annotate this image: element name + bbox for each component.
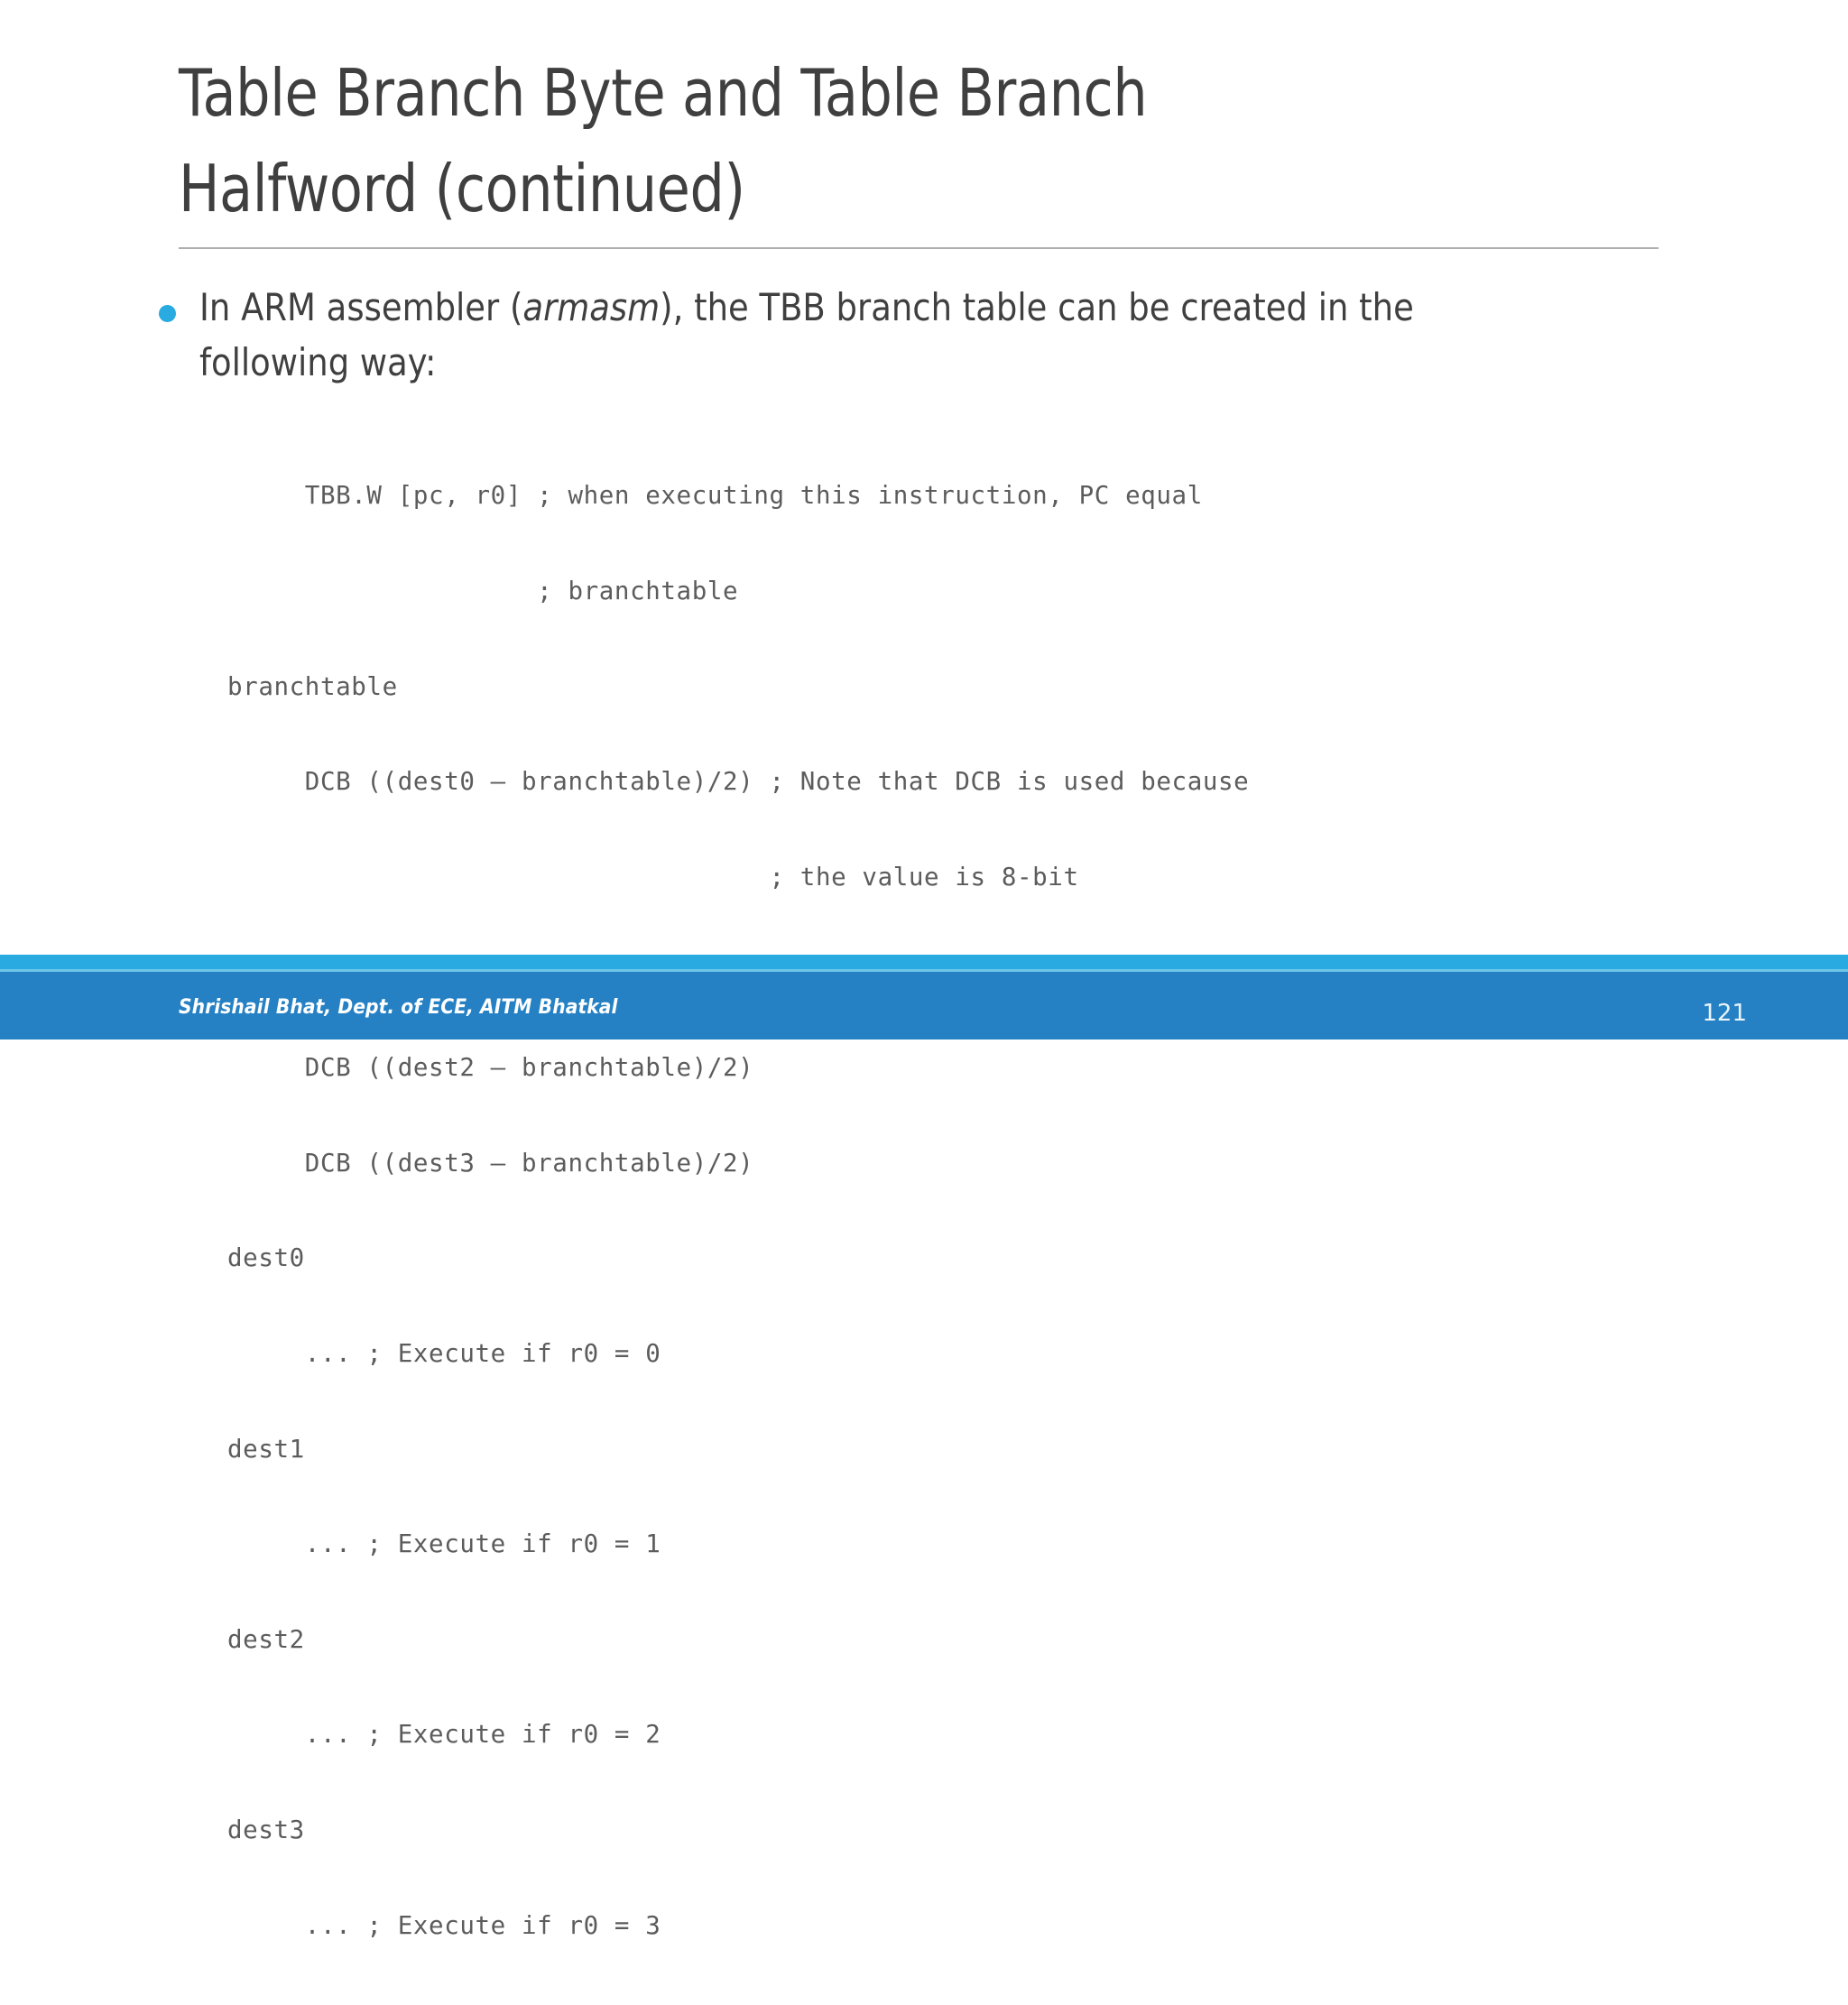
footer-accent-strip xyxy=(0,955,1848,971)
footer-bar xyxy=(0,972,1848,1039)
code-line: dest1 xyxy=(227,1434,305,1464)
bullet-dot-icon xyxy=(159,305,176,322)
bullet-text-italic-term: armasm xyxy=(522,285,661,329)
code-line: ... ; Execute if r0 = 2 xyxy=(227,1720,661,1750)
code-line: dest3 xyxy=(227,1815,305,1844)
code-line: DCB ((dest3 – branchtable)/2) xyxy=(227,1148,754,1178)
page-title: Table Branch Byte and Table Branch Halfw… xyxy=(179,45,1713,236)
page-title-line-1: Table Branch Byte and Table Branch xyxy=(179,55,1148,131)
bullet-text-segment-1: In ARM assembler ( xyxy=(199,285,523,329)
presentation-slide: Table Branch Byte and Table Branch Halfw… xyxy=(0,45,1848,1940)
bullet-list-item: In ARM assembler (armasm), the TBB branc… xyxy=(159,280,1693,390)
code-line: TBB.W [pc, r0] ; when executing this ins… xyxy=(227,481,1203,511)
code-line: ; the value is 8-bit xyxy=(227,862,1079,892)
code-line: ... ; Execute if r0 = 0 xyxy=(227,1338,661,1368)
bullet-item-label: In ARM assembler (armasm), the TBB branc… xyxy=(199,280,1513,390)
code-line: dest0 xyxy=(227,1243,305,1273)
bullet-text-segment-2: ), the TBB branch table can be created i… xyxy=(199,285,1414,384)
title-divider xyxy=(179,247,1659,249)
slide-number: 121 xyxy=(1702,1000,1747,1027)
code-line: DCB ((dest0 – branchtable)/2) ; Note tha… xyxy=(227,767,1250,797)
footer-hairline xyxy=(0,969,1848,972)
code-line: ... ; Execute if r0 = 1 xyxy=(227,1529,661,1559)
code-line: dest2 xyxy=(227,1624,305,1654)
code-line: DCB ((dest2 – branchtable)/2) xyxy=(227,1053,754,1083)
code-line: ; branchtable xyxy=(227,577,739,606)
code-listing: TBB.W [pc, r0] ; when executing this ins… xyxy=(227,417,1249,2005)
code-line: branchtable xyxy=(227,671,398,701)
footer-author-label: Shrishail Bhat, Dept. of ECE, AITM Bhatk… xyxy=(179,996,618,1019)
page-title-line-2: Halfword (continued) xyxy=(179,151,745,226)
code-line: ... ; Execute if r0 = 3 xyxy=(227,1910,661,1940)
